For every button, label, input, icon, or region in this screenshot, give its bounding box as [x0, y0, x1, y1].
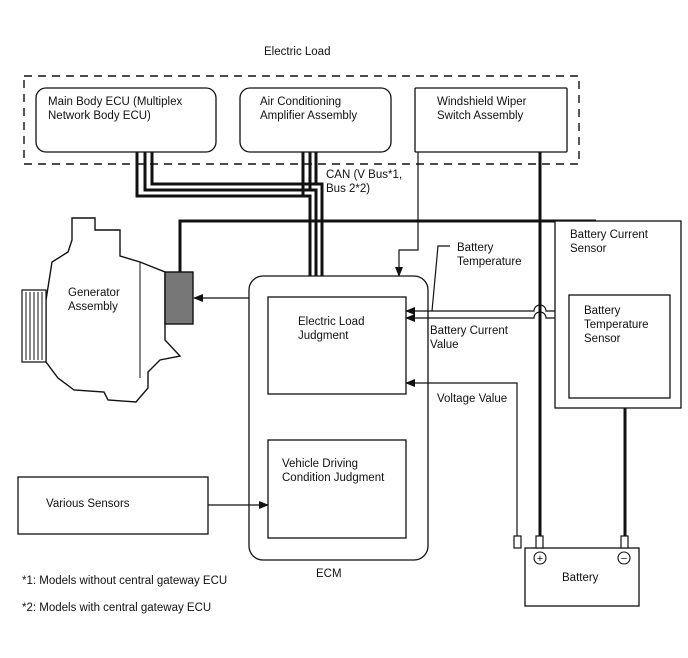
- main-body-ecu-label-line2: Network Body ECU): [48, 110, 151, 122]
- battery-temperature-label-line1: Battery: [457, 242, 494, 254]
- generator-assembly: Generator Assembly: [21, 217, 194, 403]
- wiper-switch-box: Windshield Wiper Switch Assembly: [414, 87, 568, 153]
- power-line-top: [178, 219, 596, 276]
- battery-current-label-line2: Value: [430, 339, 459, 351]
- vehicle-driving-judgment-box: Vehicle Driving Condition Judgment: [267, 439, 407, 539]
- battery-temperature-sensor-line1: Battery: [584, 305, 621, 317]
- ac-amplifier-label-line1: Air Conditioning: [260, 96, 341, 108]
- negative-terminal-symbol: −: [621, 553, 627, 565]
- battery-current-signal-line: [405, 311, 569, 322]
- wiper-switch-label-line1: Windshield Wiper: [437, 96, 527, 108]
- battery-temperature-arrow: [405, 245, 450, 315]
- battery-temperature-sensor-line3: Sensor: [584, 333, 621, 345]
- vehicle-driving-judgment-line2: Condition Judgment: [282, 472, 385, 484]
- main-body-ecu-box: Main Body ECU (Multiplex Network Body EC…: [35, 87, 217, 153]
- footnote-2: *2: Models with central gateway ECU: [22, 602, 211, 614]
- ecm-label: ECM: [316, 568, 342, 580]
- wiper-to-ecm-arrow: [395, 152, 419, 277]
- battery-label: Battery: [562, 572, 599, 584]
- various-sensors-box: Various Sensors: [17, 476, 209, 535]
- can-label-line2: Bus 2*2): [326, 183, 370, 195]
- battery-box: + − Battery: [513, 535, 640, 607]
- electric-load-judgment-box: Electric Load Judgment: [267, 296, 407, 395]
- battery-temperature-sensor-box: Battery Temperature Sensor: [568, 294, 671, 399]
- can-label-line1: CAN (V Bus*1,: [326, 169, 402, 181]
- battery-current-label-line1: Battery Current: [430, 325, 509, 337]
- footnote-1: *1: Models without central gateway ECU: [22, 575, 227, 587]
- battery-temp-signal-line: [432, 304, 569, 312]
- generator-regulator: [164, 271, 194, 325]
- can-bus-lines: [135, 152, 324, 276]
- various-sensors-label: Various Sensors: [46, 498, 130, 510]
- electric-load-judgment-line2: Judgment: [298, 330, 349, 342]
- electric-load-label: Electric Load: [264, 46, 330, 58]
- main-body-ecu-label-line1: Main Body ECU (Multiplex: [48, 96, 182, 108]
- wiper-switch-label-line2: Switch Assembly: [437, 110, 524, 122]
- battery-temperature-sensor-line2: Temperature: [584, 319, 649, 331]
- ac-amplifier-label-line2: Amplifier Assembly: [260, 110, 357, 122]
- voltage-value-label: Voltage Value: [437, 393, 507, 405]
- battery-temperature-label-line2: Temperature: [457, 256, 522, 268]
- electric-load-judgment-line1: Electric Load: [298, 316, 364, 328]
- generator-label-line1: Generator: [68, 287, 120, 299]
- ac-amplifier-box: Air Conditioning Amplifier Assembly: [239, 87, 392, 153]
- battery-current-sensor-label-line1: Battery Current: [570, 229, 649, 241]
- battery-current-sensor-label-line2: Sensor: [570, 243, 607, 255]
- negative-terminal-icon: [617, 551, 631, 565]
- positive-terminal-icon: [533, 551, 547, 565]
- generator-label-line2: Assembly: [68, 301, 118, 313]
- vehicle-driving-judgment-line1: Vehicle Driving: [282, 458, 358, 470]
- positive-terminal-symbol: +: [537, 553, 543, 565]
- voltage-value-arrow: [405, 379, 518, 536]
